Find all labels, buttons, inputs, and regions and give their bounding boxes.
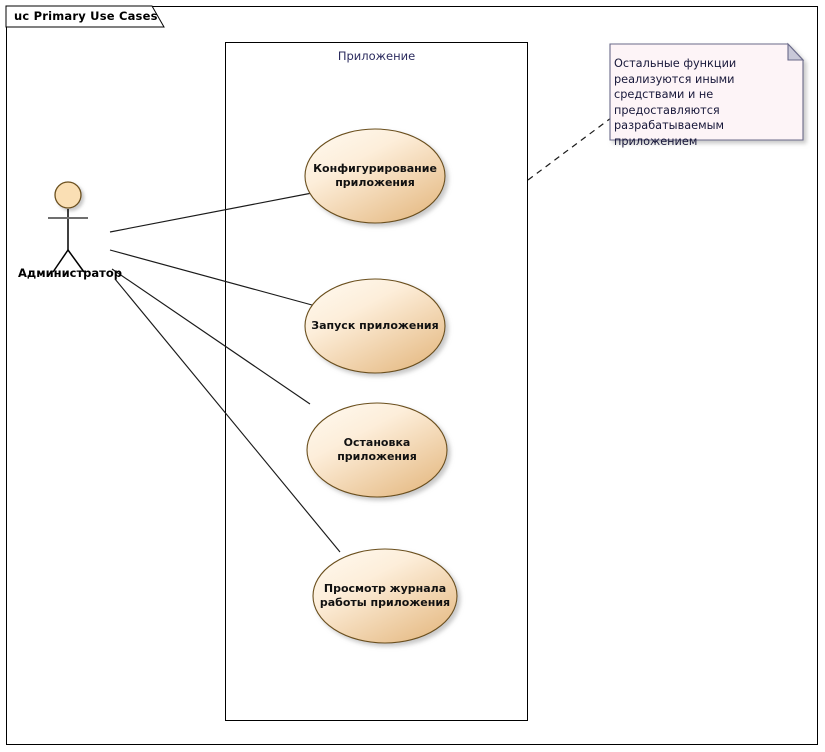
actor-label: Администратор (18, 266, 122, 280)
system-boundary-label: Приложение (337, 49, 416, 63)
diagram-frame-border (6, 6, 818, 745)
note-text: Остальные функции реализуются иными сред… (614, 57, 737, 148)
system-boundary-rect (225, 42, 528, 721)
frame-label: uc Primary Use Cases (14, 9, 158, 23)
